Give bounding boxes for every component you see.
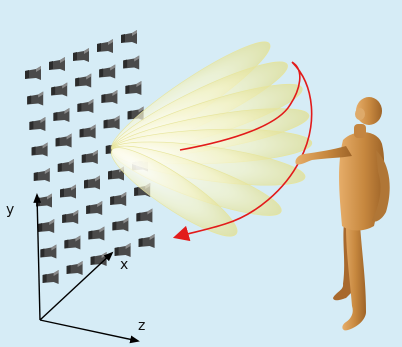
x-axis-label: x bbox=[120, 257, 128, 273]
y-axis-label: y bbox=[6, 202, 14, 218]
z-axis-label: z bbox=[138, 318, 145, 334]
